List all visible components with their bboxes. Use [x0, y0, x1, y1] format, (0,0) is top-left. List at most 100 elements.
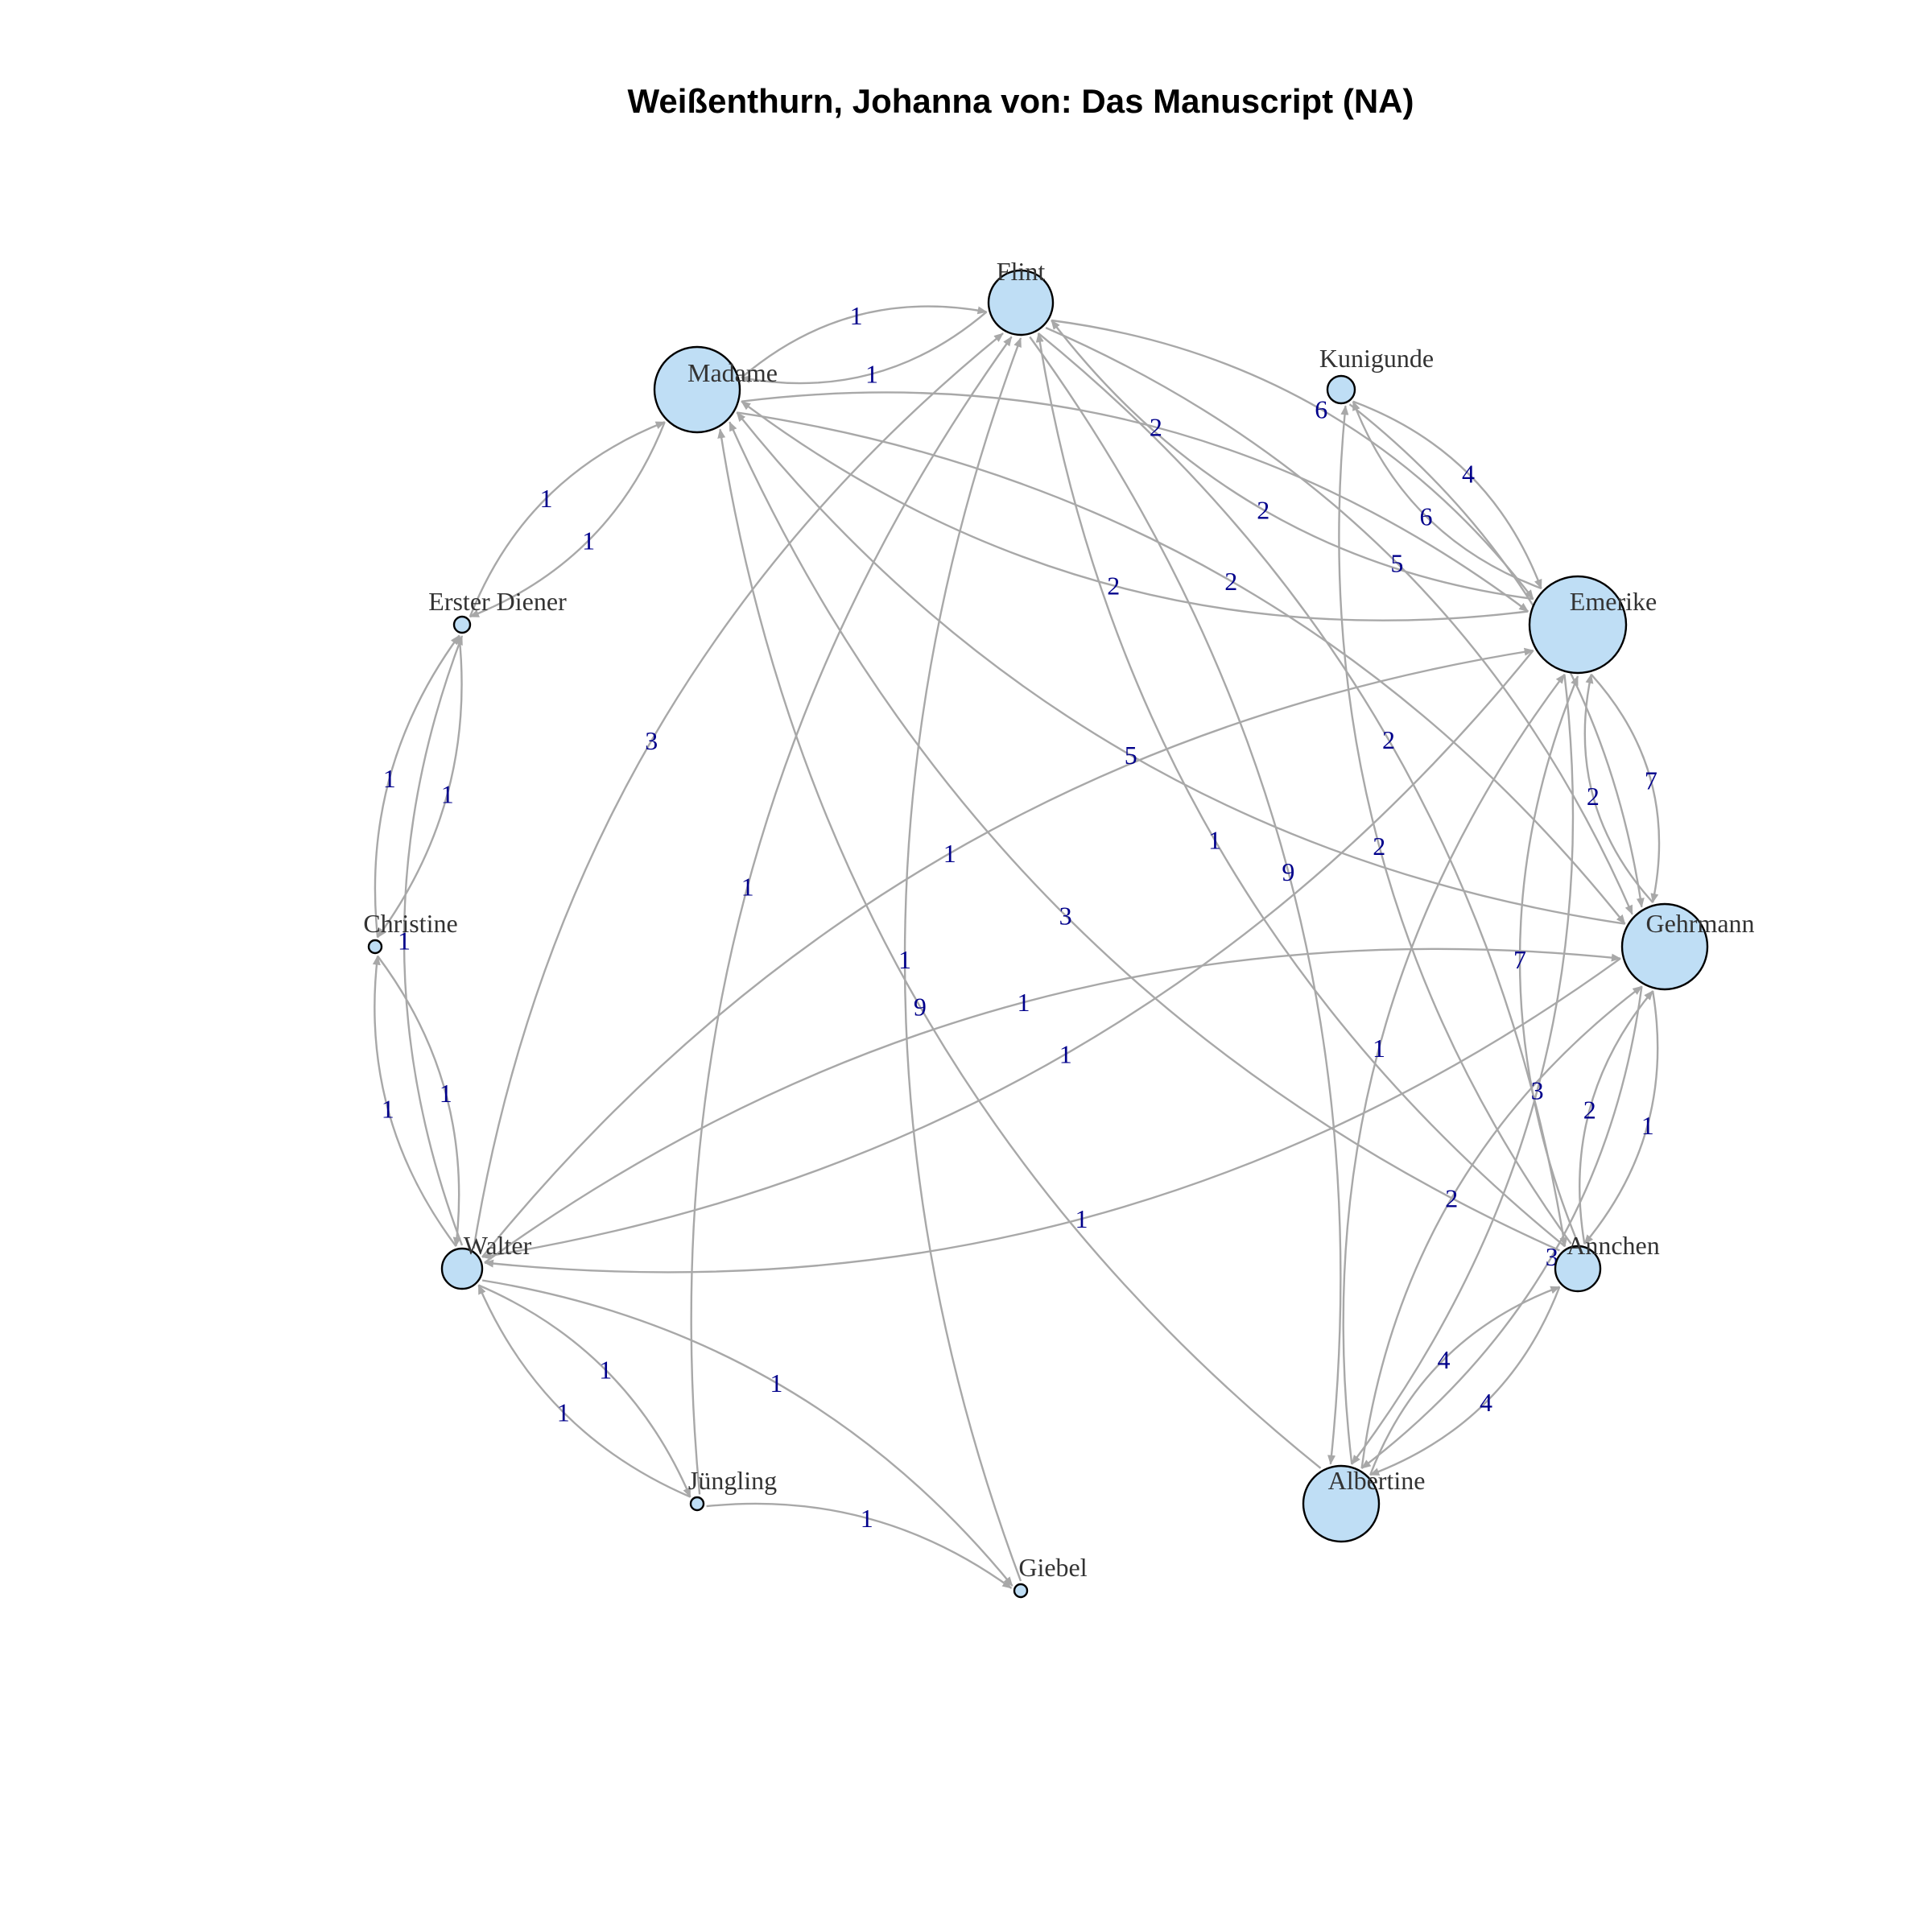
edge-label-walter-to-erster_diener: 1 [398, 927, 411, 956]
node-label-flint: Flint [997, 257, 1046, 286]
edge-gehrmann-to-madame [736, 411, 1625, 925]
node-label-gehrmann: Gehrmann [1645, 909, 1754, 938]
edge-label-giebel-to-flint: 1 [898, 945, 911, 974]
edge-albertine-to-annchen [1369, 1286, 1561, 1476]
edge-label-christine-to-walter: 1 [440, 1079, 452, 1108]
edge-annchen-to-madame [729, 421, 1560, 1252]
edge-christine-to-walter [377, 955, 461, 1247]
edge-label-juengling-to-giebel: 1 [861, 1504, 873, 1533]
edge-madame-to-gehrmann [737, 411, 1626, 925]
node-label-emerike: Emerike [1570, 587, 1657, 616]
node-label-giebel: Giebel [1018, 1553, 1087, 1582]
edge-label-flint-to-madame: 1 [865, 360, 878, 389]
edge-label-kunigunde-to-emerike: 4 [1462, 459, 1475, 488]
edge-erster_diener-to-madame [469, 421, 666, 617]
edge-emerike-to-flint [1051, 320, 1534, 601]
edge-label-walter-to-christine: 1 [382, 1095, 394, 1124]
node-kunigunde [1326, 374, 1356, 405]
edge-label-christine-to-erster_diener: 1 [383, 764, 396, 793]
edge-walter-to-juengling [478, 1284, 691, 1498]
edge-label-walter-to-gehrmann: 1 [1018, 988, 1030, 1017]
edge-kunigunde-to-emerike [1352, 400, 1542, 589]
node-label-juengling: Jüngling [688, 1466, 777, 1495]
edge-annchen-to-kunigunde [1338, 405, 1572, 1245]
edge-walter-to-emerike [481, 647, 1534, 1258]
edge-flint-to-madame [741, 311, 988, 385]
edge-label-gehrmann-to-walter: 1 [1075, 1204, 1088, 1233]
edge-gehrmann-to-walter [484, 957, 1621, 1274]
edge-label-flint-to-albertine: 9 [1282, 857, 1294, 886]
edge-label-gehrmann-to-madame: 5 [1125, 741, 1137, 770]
edge-madame-to-flint [741, 305, 988, 379]
edge-albertine-to-gehrmann [1360, 985, 1643, 1469]
node-flint [987, 269, 1055, 336]
edge-flint-to-gehrmann [1045, 326, 1633, 915]
edge-emerike-to-madame [741, 400, 1529, 621]
edge-label-walter-to-giebel: 1 [770, 1368, 782, 1397]
edge-walter-to-giebel [481, 1279, 1013, 1587]
edge-gehrmann-to-albertine [1360, 986, 1643, 1469]
node-label-kunigunde: Kunigunde [1319, 344, 1434, 373]
edge-label-emerike-to-albertine: 3 [1531, 1076, 1544, 1105]
node-label-christine: Christine [363, 909, 457, 938]
edge-label-annchen-to-madame: 3 [1059, 901, 1072, 930]
edge-juengling-to-flint [690, 336, 1013, 1495]
edge-label-emerike-to-walter: 1 [1059, 1040, 1072, 1069]
edge-albertine-to-emerike [1342, 674, 1566, 1464]
edge-juengling-to-walter [477, 1284, 691, 1498]
node-albertine [1302, 1464, 1381, 1543]
node-label-erster_diener: Erster Diener [428, 587, 567, 616]
edge-albertine-to-madame [717, 428, 1322, 1469]
edge-label-walter-to-flint: 3 [645, 726, 658, 755]
edge-label-erster_diener-to-madame: 1 [540, 484, 553, 513]
edge-flint-to-annchen [1038, 332, 1568, 1248]
edge-walter-to-christine [372, 955, 457, 1247]
edge-emerike-to-albertine [1351, 674, 1575, 1465]
edge-label-annchen-to-albertine: 4 [1480, 1388, 1492, 1417]
edge-label-emerike-to-kunigunde: 6 [1420, 502, 1433, 530]
edge-label-albertine-to-annchen: 4 [1438, 1345, 1451, 1374]
edge-label-flint-to-emerike: 6 [1315, 395, 1327, 424]
edge-label-emerike-to-flint: 2 [1257, 495, 1269, 524]
edge-annchen-to-albertine [1369, 1286, 1561, 1476]
edge-madame-to-emerike [741, 391, 1529, 613]
node-gehrmann [1620, 902, 1709, 991]
edge-label-walter-to-juengling: 1 [599, 1356, 612, 1385]
chart-title: Weißenthurn, Johanna von: Das Manuscript… [628, 82, 1414, 120]
edge-erster_diener-to-christine [377, 635, 463, 939]
edge-juengling-to-giebel [706, 1502, 1013, 1589]
node-walter [440, 1247, 484, 1290]
node-label-annchen: Annchen [1567, 1231, 1660, 1260]
edge-label-annchen-to-kunigunde: 2 [1373, 832, 1385, 861]
node-label-walter: Walter [464, 1231, 532, 1260]
edge-label-flint-to-gehrmann: 5 [1390, 548, 1403, 577]
edge-label-juengling-to-walter: 1 [557, 1397, 570, 1426]
edge-label-flint-to-annchen: 2 [1382, 725, 1395, 754]
node-juengling [689, 1496, 705, 1512]
node-christine [367, 939, 383, 955]
edge-giebel-to-flint [903, 337, 1022, 1582]
edge-label-erster_diener-to-christine: 1 [441, 780, 454, 809]
edge-label-albertine-to-emerike: 1 [1373, 1034, 1385, 1063]
edge-annchen-to-gehrmann [1579, 990, 1654, 1245]
edge-label-walter-to-emerike: 1 [943, 839, 956, 868]
nodes-layer [367, 269, 1709, 1599]
edge-walter-to-erster_diener [402, 635, 464, 1246]
edge-flint-to-emerike [1051, 319, 1534, 600]
edge-christine-to-erster_diener [374, 634, 460, 938]
node-annchen [1554, 1245, 1602, 1293]
edge-label-albertine-to-gehrmann: 2 [1445, 1183, 1458, 1212]
edge-gehrmann-to-annchen [1583, 990, 1659, 1245]
edge-label-madame-to-erster_diener: 1 [582, 526, 595, 555]
edge-label-madame-to-emerike: 2 [1150, 413, 1162, 442]
edge-label-annchen-to-flint: 1 [1208, 826, 1221, 855]
edge-label-madame-to-gehrmann: 2 [1224, 567, 1237, 596]
node-giebel [1013, 1583, 1029, 1599]
edge-label-madame-to-flint: 1 [850, 301, 863, 330]
edge-emerike-to-kunigunde [1352, 400, 1542, 590]
edge-label-gehrmann-to-annchen: 1 [1641, 1111, 1654, 1140]
node-label-albertine: Albertine [1328, 1466, 1426, 1495]
edge-emerike-to-walter [481, 650, 1534, 1260]
edge-walter-to-gehrmann [484, 947, 1621, 1264]
